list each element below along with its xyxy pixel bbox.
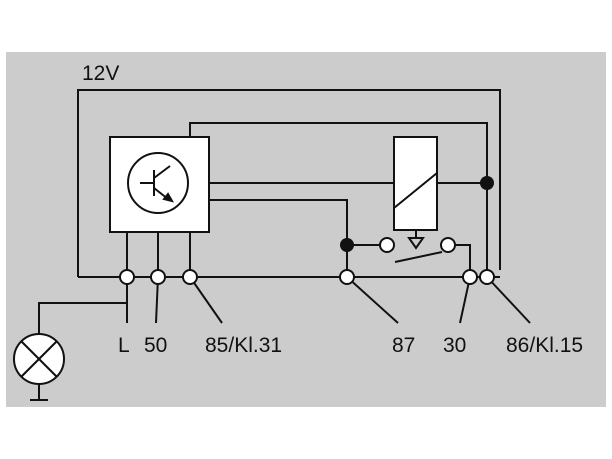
terminal-label-85: 85/Kl.31 [205, 334, 282, 357]
transistor-icon [127, 152, 189, 214]
supply-voltage-label: 12V [82, 62, 119, 85]
control-module [109, 136, 210, 233]
terminal-l [119, 269, 135, 285]
terminal-label-87: 87 [392, 334, 415, 357]
relay-contact-fixed [379, 237, 395, 253]
terminal-30 [462, 269, 478, 285]
relay-contact-moving [440, 237, 456, 253]
terminal-87 [339, 269, 355, 285]
terminal-label-30: 30 [443, 334, 466, 357]
terminal-label-l: L [118, 334, 130, 357]
diagram-background [6, 52, 606, 407]
terminal-50 [150, 269, 166, 285]
wires [30, 89, 531, 401]
terminal-label-86: 86/Kl.15 [506, 334, 583, 357]
terminal-label-50: 50 [144, 334, 167, 357]
lamp-icon [13, 333, 65, 385]
junction-dot [480, 176, 494, 190]
terminal-85 [182, 269, 198, 285]
relay-coil-icon [393, 136, 438, 231]
terminals [119, 269, 495, 285]
junction-dot [340, 238, 354, 252]
terminal-86 [479, 269, 495, 285]
relay-plunger [407, 230, 425, 250]
